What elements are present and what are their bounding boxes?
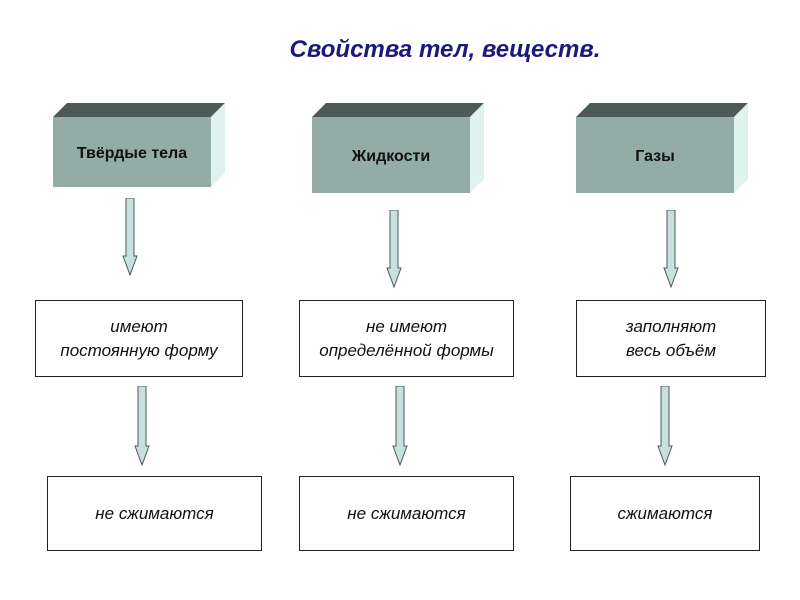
block-3d-shape: [53, 103, 225, 187]
category-label: Твёрдые тела: [76, 145, 188, 162]
down-arrow-icon: [663, 210, 679, 288]
category-label: Газы: [635, 148, 675, 165]
compressibility-text: не сжимаются: [95, 503, 214, 523]
property-box-liquids: не имеют определённой формы: [299, 300, 514, 377]
property-line: имеют: [110, 316, 168, 336]
down-arrow-icon: [122, 198, 138, 276]
property-box-gases: заполняют весь объём: [576, 300, 766, 377]
compressibility-text: не сжимаются: [347, 503, 466, 523]
compressibility-box-solids: не сжимаются: [47, 476, 262, 551]
property-line: постоянную форму: [60, 340, 218, 360]
compressibility-text: сжимаются: [617, 503, 713, 523]
down-arrow-icon: [386, 210, 402, 288]
property-line: заполняют: [625, 316, 717, 336]
property-line: весь объём: [625, 340, 717, 360]
down-arrow-icon: [392, 386, 408, 466]
diagram-title: Свойства тел, веществ.: [289, 36, 601, 63]
property-line: не имеют: [365, 316, 448, 336]
block-3d-shape: [576, 103, 748, 193]
compressibility-box-liquids: не сжимаются: [299, 476, 514, 551]
block-3d-shape: [312, 103, 484, 193]
compressibility-box-gases: сжимаются: [570, 476, 760, 551]
category-label: Жидкости: [351, 148, 431, 165]
property-line: определённой формы: [319, 340, 494, 360]
property-box-solids: имеют постоянную форму: [35, 300, 243, 377]
down-arrow-icon: [657, 386, 673, 466]
down-arrow-icon: [134, 386, 150, 466]
